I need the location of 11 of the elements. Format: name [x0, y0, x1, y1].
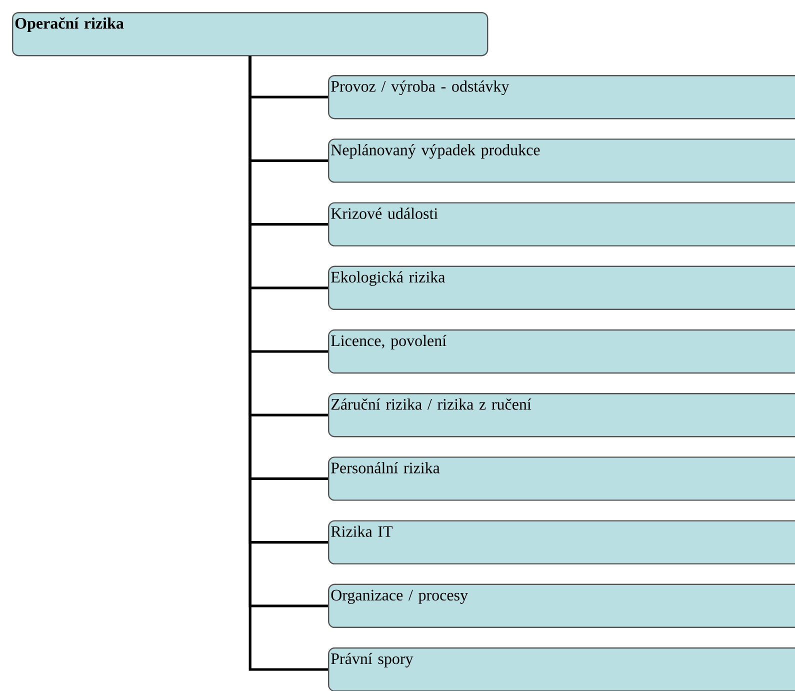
category-box: Licence, povolení	[328, 329, 795, 374]
root-box: Operační rizika	[12, 12, 488, 56]
category-box: Personální rizika	[328, 456, 795, 501]
category-box: Organizace / procesy	[328, 584, 795, 628]
category-box: Rizika IT	[328, 520, 795, 564]
category-box: Právní spory	[328, 647, 795, 691]
category-box: Ekologická rizika	[328, 266, 795, 310]
category-box: Neplánovaný výpadek produkce	[328, 138, 795, 183]
category-box: Krizové události	[328, 202, 795, 246]
category-box: Provoz / výroba - odstávky	[328, 75, 795, 120]
category-box: Záruční rizika / rizika z ručení	[328, 393, 795, 438]
